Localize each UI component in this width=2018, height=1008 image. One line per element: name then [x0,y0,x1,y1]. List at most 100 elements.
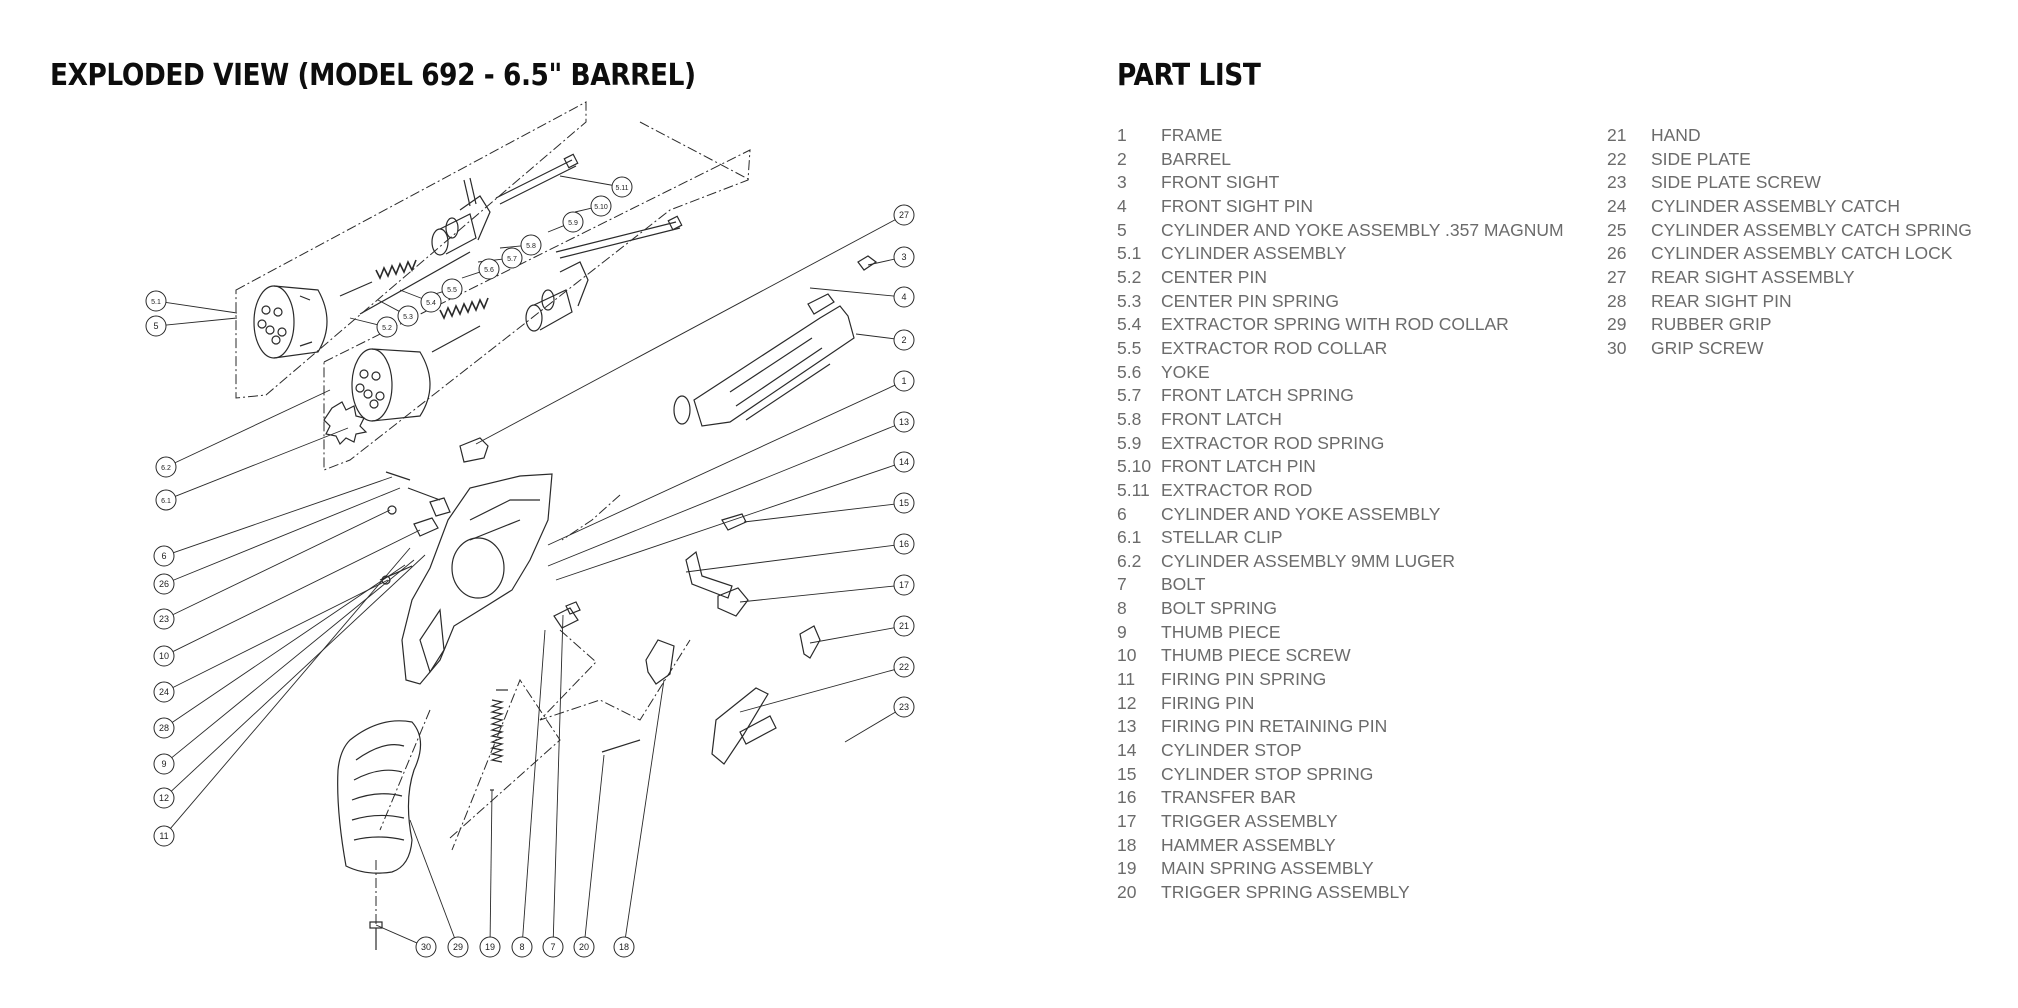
cylinder-357-part [253,285,328,359]
part-name: REAR SIGHT PIN [1651,290,1792,311]
rear-sight-part [459,437,489,463]
part-number: 4 [1117,195,1127,216]
part-number: 5 [1117,219,1127,240]
callout: 19 [479,789,501,958]
part-number: 5.4 [1117,314,1142,335]
callout-circle [415,936,437,958]
part-number: 5.11 [1117,479,1150,500]
callout-label: 27 [899,210,909,220]
part-number: 13 [1117,716,1137,737]
part-row: 7 BOLT [1117,573,1564,597]
callout-label: 16 [899,539,909,549]
callout-label: 5.8 [526,243,536,250]
callout-circle [520,234,542,256]
callout: 20 [573,754,605,958]
callout: 5.6 [461,258,500,280]
callout-circle [153,573,175,595]
part-number: 7 [1117,574,1127,595]
callout-leader-line [547,384,896,546]
callout-leader-line [175,427,349,497]
part-name: EXTRACTOR SPRING WITH ROD COLLAR [1161,314,1509,335]
callout: 5.4 [399,289,442,313]
callout: 26 [153,487,401,595]
callout-leader-line [552,614,564,938]
callout: 24 [153,579,389,703]
rubber-grip-part [337,720,422,874]
callout-circle [511,936,533,958]
callout-circle [542,936,564,958]
part-name: FRONT LATCH PIN [1161,456,1316,477]
callout-label: 15 [899,498,909,508]
part-name: CYLINDER STOP SPRING [1161,763,1374,784]
callout: 23 [153,509,391,630]
callout-circle [153,825,175,847]
part-name: CYLINDER ASSEMBLY CATCH [1651,195,1900,216]
part-number: 27 [1607,266,1627,287]
callout-circle [479,936,501,958]
callout-leader-line [171,559,415,759]
part-number: 12 [1117,692,1137,713]
callout: 14 [555,451,915,581]
callout-leader-line [349,317,378,326]
callout-label: 5 [153,321,158,331]
callout-leader-line [625,679,665,938]
barrel-part [673,293,855,427]
callout: 21 [809,615,915,644]
callout-circle [447,936,469,958]
part-name: BOLT [1161,574,1206,595]
part-number: 5.9 [1117,432,1142,453]
part-name: CYLINDER AND YOKE ASSEMBLY [1161,503,1441,524]
part-name: THUMB PIECE [1161,621,1281,642]
part-number: 5.7 [1117,385,1142,406]
callout: 5.11 [559,175,633,198]
part-name: GRIP SCREW [1651,337,1764,358]
callout-circle [611,176,633,198]
callout-label: 29 [453,942,463,952]
callout: 12 [153,554,426,809]
callout-leader-line [172,564,406,723]
callout-label: 18 [619,942,629,952]
callout-label: 6.1 [161,498,171,505]
part-name: FIRING PIN [1161,692,1255,713]
part-number: 14 [1117,740,1137,761]
part-name: EXTRACTOR ROD COLLAR [1161,337,1388,358]
callout-leader-line [739,585,895,603]
callout: 22 [739,656,915,713]
callout-layer: 5.156.26.1626231024289121127342113141516… [145,175,915,958]
part-name: MAIN SPRING ASSEMBLY [1161,858,1374,879]
part-name: TRIGGER SPRING ASSEMBLY [1161,882,1410,902]
part-name: FIRING PIN SPRING [1161,669,1327,690]
callout-label: 5.6 [484,267,494,274]
callout-circle [893,451,915,473]
callout-leader-line [809,287,895,297]
callout-label: 9 [161,759,166,769]
callout: 23 [844,696,915,743]
callout: 18 [613,679,665,958]
callout-label: 1 [901,376,906,386]
part-number: 5.1 [1117,243,1142,264]
part-name: STELLAR CLIP [1161,527,1283,548]
callout-label: 19 [485,942,495,952]
callout-leader-line [165,302,238,314]
callout-label: 5.4 [426,300,436,307]
callout-circle [153,645,175,667]
callout-leader-line [172,579,389,688]
part-number: 5.5 [1117,337,1142,358]
callout: 5.10 [574,195,612,217]
callout-label: 10 [159,651,169,661]
